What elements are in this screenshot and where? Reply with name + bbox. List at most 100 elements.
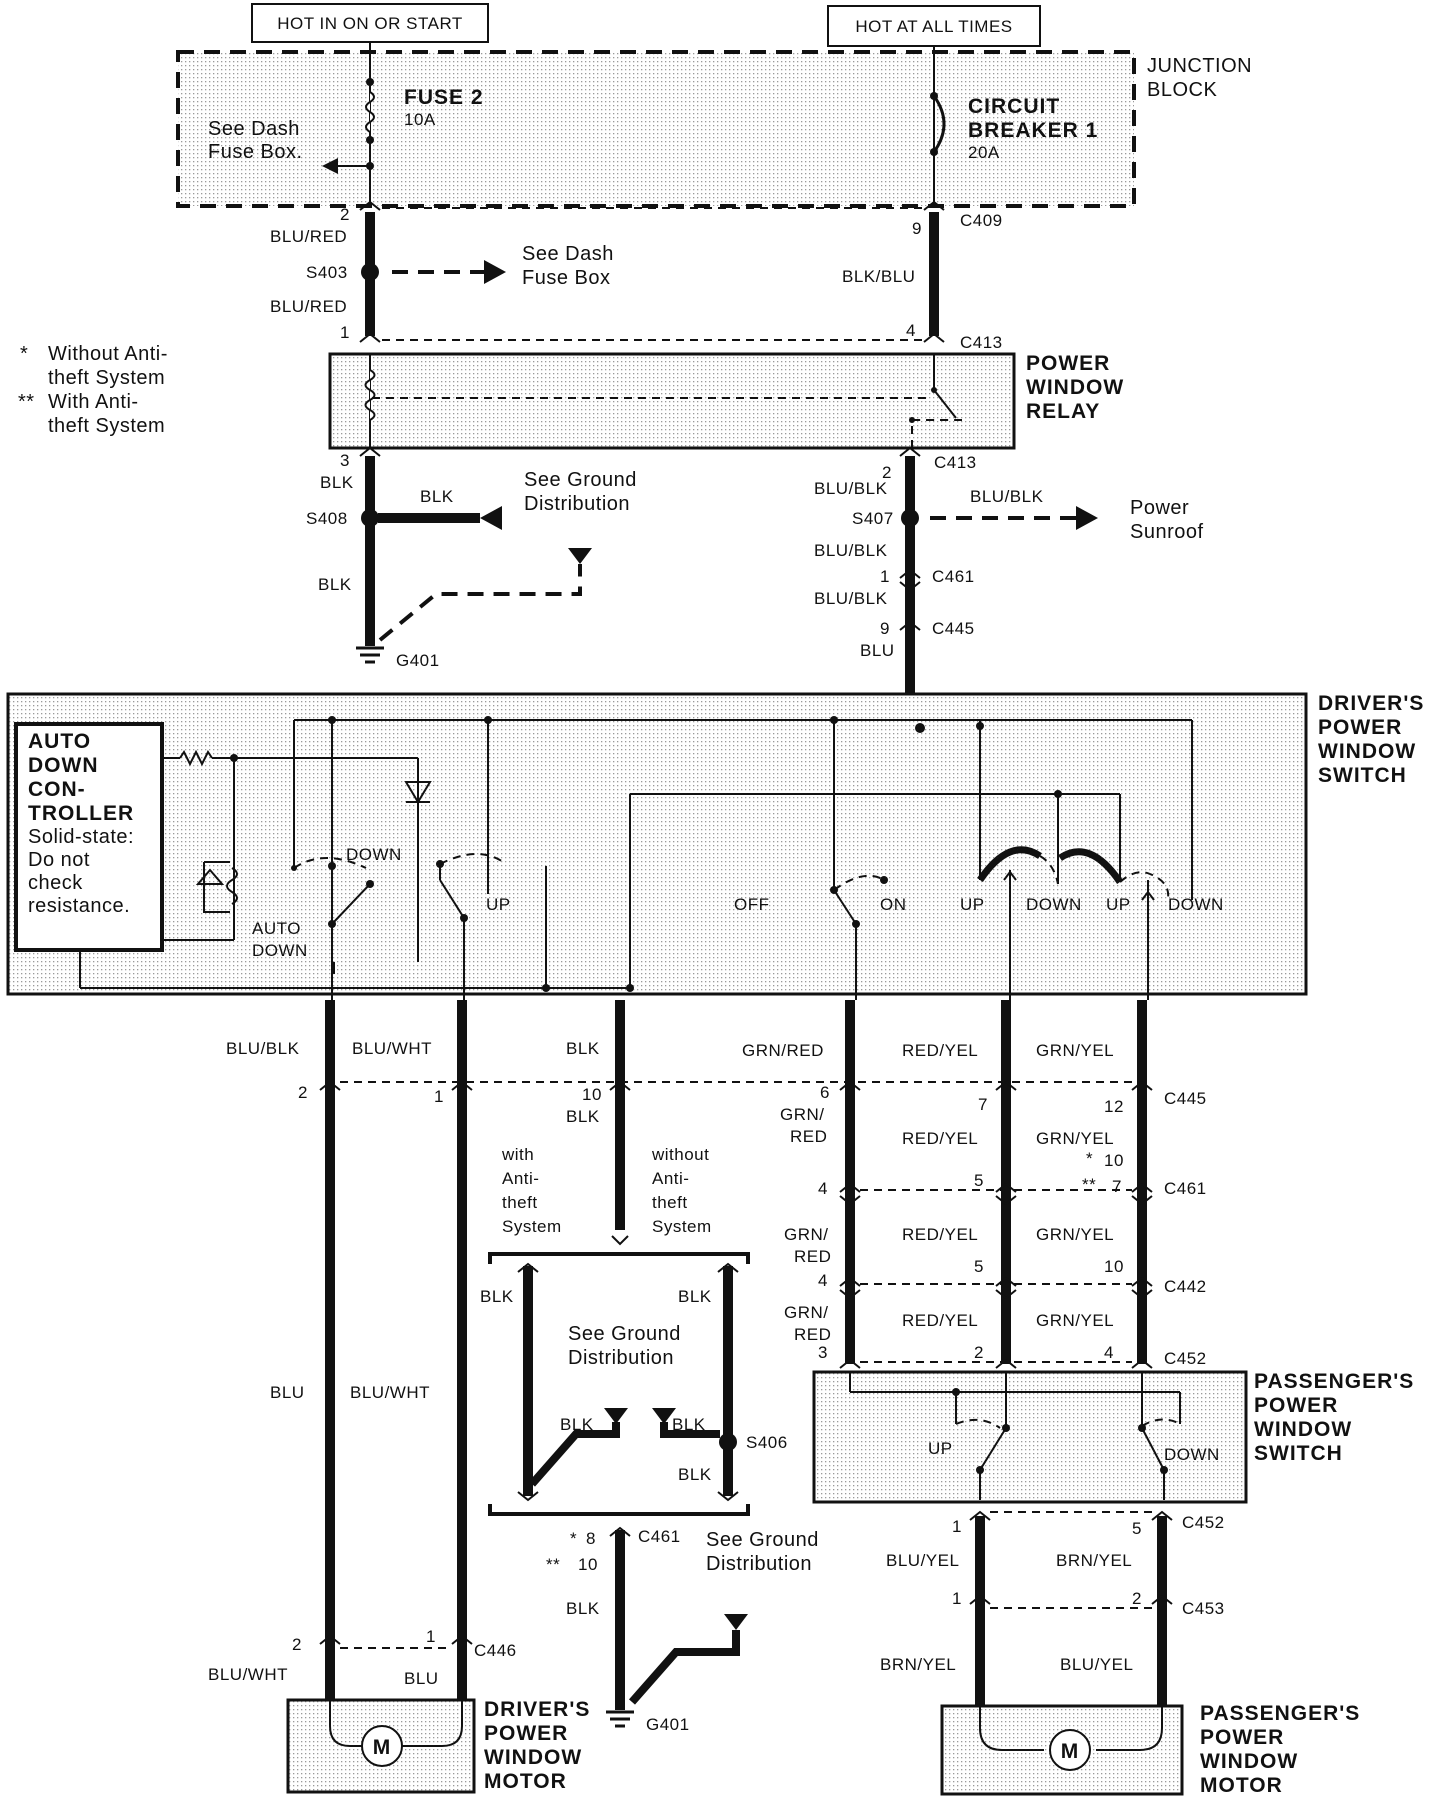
svg-text:BLK: BLK xyxy=(566,1107,600,1126)
svg-text:C442: C442 xyxy=(1164,1277,1207,1296)
svg-text:BLU/YEL: BLU/YEL xyxy=(1060,1655,1133,1674)
passenger-switch-circuits: GRN/RED RED/YEL GRN/YEL 6 7 12 C445 GRN/… xyxy=(742,1000,1207,1369)
svg-text:check: check xyxy=(28,872,83,894)
svg-text:S406: S406 xyxy=(746,1433,788,1452)
svg-text:Fuse Box: Fuse Box xyxy=(522,267,610,289)
svg-text:Power: Power xyxy=(1130,497,1189,519)
svg-text:2: 2 xyxy=(974,1343,984,1362)
svg-text:BLU/BLK: BLU/BLK xyxy=(814,479,888,498)
svg-text:1: 1 xyxy=(880,567,890,586)
svg-text:1: 1 xyxy=(340,323,350,342)
svg-text:Distribution: Distribution xyxy=(524,493,630,515)
svg-text:BLU/WHT: BLU/WHT xyxy=(208,1665,288,1684)
svg-text:C461: C461 xyxy=(638,1527,681,1546)
svg-text:10: 10 xyxy=(582,1085,602,1104)
svg-text:BLU/RED: BLU/RED xyxy=(270,297,347,316)
svg-text:7: 7 xyxy=(978,1095,988,1114)
svg-text:10: 10 xyxy=(1104,1151,1124,1170)
svg-text:DOWN: DOWN xyxy=(1168,895,1224,914)
svg-text:BLK/BLU: BLK/BLU xyxy=(842,267,915,286)
svg-text:Distribution: Distribution xyxy=(706,1553,812,1575)
svg-text:C452: C452 xyxy=(1182,1513,1225,1532)
junction-block: JUNCTION BLOCK FUSE 2 10A See Dash Fuse … xyxy=(176,42,1252,208)
svg-text:SWITCH: SWITCH xyxy=(1254,1442,1343,1465)
svg-text:BLU/BLK: BLU/BLK xyxy=(970,487,1044,506)
svg-text:S403: S403 xyxy=(306,263,348,282)
svg-text:9: 9 xyxy=(880,619,890,638)
passengers-power-window-switch: PASSENGER'S POWER WINDOW SWITCH UP DOWN xyxy=(812,1370,1414,1504)
svg-text:DOWN: DOWN xyxy=(28,754,99,777)
svg-text:WINDOW: WINDOW xyxy=(484,1746,582,1769)
svg-text:BLU/BLK: BLU/BLK xyxy=(814,589,888,608)
svg-text:4: 4 xyxy=(906,321,916,340)
svg-text:1: 1 xyxy=(434,1087,444,1106)
svg-text:WINDOW: WINDOW xyxy=(1200,1750,1298,1773)
relay-ground-circuit: 3 BLK S408 BLK See Ground Distribution B… xyxy=(306,446,636,670)
svg-text:GRN/: GRN/ xyxy=(780,1105,825,1124)
svg-text:C445: C445 xyxy=(932,619,975,638)
svg-text:*: * xyxy=(570,1529,577,1548)
svg-text:MOTOR: MOTOR xyxy=(484,1770,567,1793)
breaker-feed-circuit: 9 C409 BLK/BLU 4 C413 xyxy=(382,200,1003,352)
svg-text:C445: C445 xyxy=(1164,1089,1207,1108)
svg-text:JUNCTION: JUNCTION xyxy=(1147,55,1252,77)
svg-text:RED: RED xyxy=(790,1127,827,1146)
svg-text:PASSENGER'S: PASSENGER'S xyxy=(1200,1702,1360,1725)
legend: * Without Anti- theft System ** With Ant… xyxy=(18,343,167,437)
fuse2-feed-circuit: 2 BLU/RED S403 See Dash Fuse Box BLU/RED… xyxy=(270,200,922,343)
svg-text:POWER: POWER xyxy=(1318,716,1402,739)
svg-text:System: System xyxy=(502,1217,562,1236)
svg-text:GRN/YEL: GRN/YEL xyxy=(1036,1041,1114,1060)
svg-text:AUTO: AUTO xyxy=(28,730,91,753)
svg-text:C452: C452 xyxy=(1164,1349,1207,1368)
svg-text:POWER: POWER xyxy=(1026,352,1110,375)
relay-output-circuit: 2 C413 BLU/BLK S407 BLU/BLK Power Sunroo… xyxy=(814,446,1204,694)
svg-text:2: 2 xyxy=(1132,1589,1142,1608)
svg-text:Sunroof: Sunroof xyxy=(1130,521,1204,543)
svg-text:CON-: CON- xyxy=(28,778,86,801)
svg-text:S408: S408 xyxy=(306,509,348,528)
svg-text:BLU/BLK: BLU/BLK xyxy=(226,1039,300,1058)
svg-text:G401: G401 xyxy=(396,651,440,670)
svg-text:See Ground: See Ground xyxy=(568,1323,681,1345)
svg-text:BLU/BLK: BLU/BLK xyxy=(814,541,888,560)
auto-down-controller: AUTO DOWN CON- TROLLER Solid-state: Do n… xyxy=(14,722,164,952)
svg-text:PASSENGER'S: PASSENGER'S xyxy=(1254,1370,1414,1393)
svg-text:BRN/YEL: BRN/YEL xyxy=(880,1655,956,1674)
drivers-power-window-motor: M DRIVER'S POWER WINDOW MOTOR xyxy=(286,1698,589,1794)
svg-text:UP: UP xyxy=(960,895,985,914)
svg-text:GRN/: GRN/ xyxy=(784,1303,829,1322)
svg-text:BLOCK: BLOCK xyxy=(1147,79,1217,101)
svg-text:DOWN: DOWN xyxy=(1026,895,1082,914)
svg-text:SWITCH: SWITCH xyxy=(1318,764,1407,787)
svg-text:UP: UP xyxy=(928,1439,953,1458)
svg-text:With Anti-: With Anti- xyxy=(48,391,139,413)
passengers-power-window-motor: M PASSENGER'S POWER WINDOW MOTOR xyxy=(940,1702,1360,1797)
svg-text:BLK: BLK xyxy=(320,473,354,492)
svg-text:BREAKER 1: BREAKER 1 xyxy=(968,119,1098,142)
svg-text:G401: G401 xyxy=(646,1715,690,1734)
svg-text:theft System: theft System xyxy=(48,415,165,437)
svg-text:See Ground: See Ground xyxy=(706,1529,819,1551)
svg-text:BLK: BLK xyxy=(318,575,352,594)
svg-text:GRN/: GRN/ xyxy=(784,1225,829,1244)
svg-text:DRIVER'S: DRIVER'S xyxy=(1318,692,1424,715)
svg-text:BLU: BLU xyxy=(860,641,895,660)
svg-text:GRN/RED: GRN/RED xyxy=(742,1041,824,1060)
svg-text:C409: C409 xyxy=(960,211,1003,230)
svg-text:DOWN: DOWN xyxy=(252,941,308,960)
svg-text:POWER: POWER xyxy=(1200,1726,1284,1749)
svg-text:ON: ON xyxy=(880,895,907,914)
svg-text:M: M xyxy=(1061,1740,1080,1763)
svg-text:See Dash: See Dash xyxy=(208,118,300,140)
svg-text:System: System xyxy=(652,1217,712,1236)
svg-text:See Dash: See Dash xyxy=(522,243,614,265)
svg-text:BLK: BLK xyxy=(672,1415,706,1434)
svg-text:1: 1 xyxy=(426,1627,436,1646)
svg-text:BLK: BLK xyxy=(678,1287,712,1306)
svg-text:BLK: BLK xyxy=(566,1039,600,1058)
svg-text:UP: UP xyxy=(486,895,511,914)
svg-text:BLU: BLU xyxy=(270,1383,305,1402)
svg-text:GRN/YEL: GRN/YEL xyxy=(1036,1129,1114,1148)
